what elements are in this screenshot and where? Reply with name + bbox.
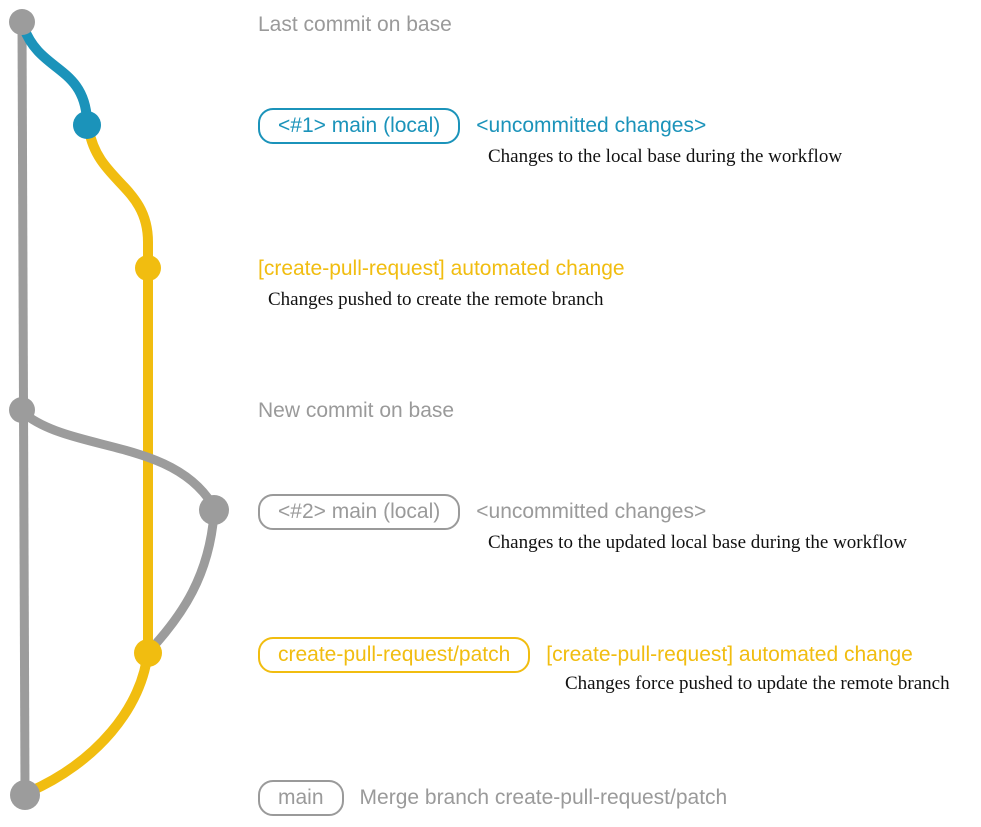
note-changes-pushed: Changes pushed to create the remote bran…	[268, 289, 604, 310]
commit-dot-new-base	[9, 397, 35, 423]
commit-message-merge: Merge branch create-pull-request/patch	[359, 786, 728, 809]
branch-badge-create-pull-request-patch: create-pull-request/patch	[258, 637, 531, 673]
commit-message-uncommitted-1: <uncommitted changes>	[476, 114, 707, 137]
commit-label-last-base: Last commit on base	[258, 13, 452, 36]
branch-badge-main-local-1: <#1> main (local)	[258, 108, 461, 144]
commit-dot-merge	[10, 780, 40, 810]
branch-badge-main-local-2: <#2> main (local)	[258, 494, 461, 530]
commit-dot-local-main-1	[73, 111, 101, 139]
branch-badge-main: main	[258, 780, 344, 816]
note-updated-local-base-changes: Changes to the updated local base during…	[488, 532, 907, 553]
commit-label-new-base: New commit on base	[258, 399, 455, 422]
commit-message-uncommitted-2: <uncommitted changes>	[476, 500, 707, 523]
commit-dot-create-pull-request-2	[134, 639, 162, 667]
commit-message-automated-change-2: [create-pull-request] automated change	[546, 643, 913, 666]
commit-dot-create-pull-request-1	[135, 255, 161, 281]
local-main-branch-curve-2	[21, 410, 217, 509]
create-pull-request-branch-path	[24, 125, 153, 797]
note-changes-force-pushed: Changes force pushed to update the remot…	[565, 673, 950, 694]
local-main-branch-curve-1	[19, 23, 92, 125]
commit-dot-local-main-2	[199, 495, 229, 525]
note-local-base-changes: Changes to the local base during the wor…	[488, 146, 843, 167]
commit-dot-last-base	[9, 9, 35, 35]
local-main-merge-curve	[147, 509, 219, 653]
commit-message-automated-change-1: [create-pull-request] automated change	[258, 257, 625, 280]
